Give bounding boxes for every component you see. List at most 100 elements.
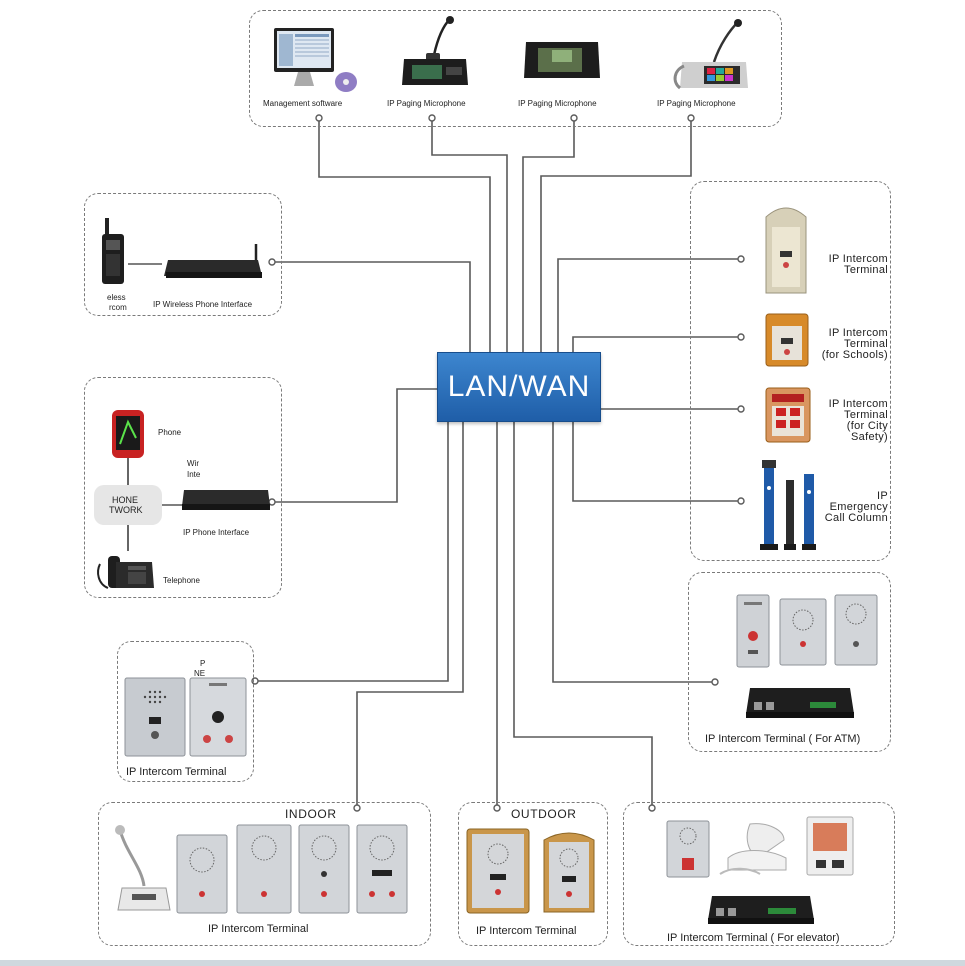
lan-wan-core: LAN/WAN xyxy=(437,352,601,422)
lan-wan-label: LAN/WAN xyxy=(447,370,591,403)
atm-intercom-panel-1-icon xyxy=(736,594,770,668)
right-item-3-line-1: IP Intercom xyxy=(828,398,888,410)
indoor-label: IP Intercom Terminal xyxy=(208,923,309,935)
intercom-terminal-icon xyxy=(765,207,807,294)
paging-console-icon xyxy=(524,42,600,78)
link-left-intercom xyxy=(255,420,449,682)
link-atm xyxy=(552,420,715,683)
bottom-bar xyxy=(0,960,965,966)
paging-microphone-icon xyxy=(402,16,468,85)
wire-label-2: Inte xyxy=(187,470,201,479)
telephone-label: Telephone xyxy=(163,576,200,585)
link-paging-mic-1 xyxy=(431,118,508,352)
phone-line-icon xyxy=(127,458,129,486)
wireless-line-icon xyxy=(128,263,162,265)
link-management-software xyxy=(318,118,491,352)
left-intercom-group xyxy=(117,641,254,782)
telephone-link-icon xyxy=(127,525,129,551)
right-item-2-line-3: (for Schools) xyxy=(821,349,888,361)
indoor-intercom-panel-4-icon xyxy=(356,824,408,914)
link-paging-mic-2 xyxy=(522,118,575,352)
right-item-4-line-1: IP xyxy=(877,490,888,502)
atm-group xyxy=(688,572,891,752)
indoor-title: INDOOR xyxy=(285,807,337,821)
right-item-1-label: IP Intercom Terminal xyxy=(810,254,888,276)
atm-intercom-panel-3-icon xyxy=(834,594,878,666)
link-paging-mic-3 xyxy=(540,118,692,352)
top-item-label-4: IP Paging Microphone xyxy=(657,99,736,108)
phone-network-label-2: TWORK xyxy=(109,505,143,515)
link-intercom-schools xyxy=(572,336,741,352)
right-item-4-label: IP Emergency Call Column xyxy=(808,491,888,524)
link-phone-interface xyxy=(272,388,437,503)
right-item-2-label: IP Intercom Terminal (for Schools) xyxy=(800,328,888,361)
intercom-schools-icon xyxy=(765,313,809,367)
link-indoor xyxy=(356,420,464,808)
paging-microphone-desk-icon xyxy=(673,19,748,90)
top-item-label-2: IP Paging Microphone xyxy=(387,99,466,108)
top-group xyxy=(249,10,782,127)
walkie-talkie-icon xyxy=(102,218,124,284)
elevator-label: IP Intercom Terminal ( For elevator) xyxy=(667,932,840,944)
right-item-2-line-1: IP Intercom xyxy=(828,327,888,339)
desk-microphone-icon xyxy=(115,825,171,911)
elevator-handset-icon xyxy=(719,823,787,875)
right-item-3-line-3: (for City xyxy=(846,420,888,432)
outdoor-intercom-panel-1-icon xyxy=(466,828,530,914)
right-item-4-line-3: Call Column xyxy=(824,512,888,524)
telephone-icon xyxy=(97,556,154,589)
indoor-intercom-panel-1-icon xyxy=(176,834,228,914)
outdoor-title: OUTDOOR xyxy=(511,807,577,821)
phone-network-cloud xyxy=(94,485,162,525)
elevator-controller-box-icon xyxy=(708,896,814,924)
link-emergency-column xyxy=(572,420,741,502)
wire-label-1: Wir xyxy=(187,459,199,468)
elevator-intercom-panel-icon xyxy=(666,820,710,878)
outdoor-group xyxy=(458,802,608,946)
phone-interface-label: IP Phone Interface xyxy=(183,528,250,537)
intercom-city-safety-icon xyxy=(765,387,811,443)
elevator-group xyxy=(623,802,895,946)
outdoor-intercom-panel-2-icon xyxy=(543,832,595,913)
phone-interface-box-icon xyxy=(182,490,270,510)
link-wireless-interface xyxy=(272,261,471,352)
phone-network-link-icon xyxy=(162,504,184,506)
link-elevator xyxy=(513,420,653,808)
phone-group xyxy=(84,377,282,598)
right-item-4-line-2: Emergency xyxy=(829,501,888,513)
phone-label: Phone xyxy=(158,428,182,437)
right-item-3-line-4: Safety) xyxy=(851,431,888,443)
right-group xyxy=(690,181,891,561)
atm-intercom-panel-2-icon xyxy=(779,598,827,666)
wireless-group xyxy=(84,193,282,316)
mobile-phone-icon xyxy=(112,410,144,458)
elevator-speaker-box-icon xyxy=(806,816,854,876)
left-intercom-label: IP Intercom Terminal xyxy=(126,766,227,778)
top-item-label-3: IP Paging Microphone xyxy=(518,99,597,108)
top-item-label-1: Management software xyxy=(263,99,343,108)
wireless-radio-label-2: rcom xyxy=(109,303,127,312)
emergency-call-column-icon xyxy=(760,460,816,550)
intercom-panel-button-icon xyxy=(189,677,247,757)
indoor-intercom-panel-2-icon xyxy=(236,824,292,914)
right-item-1-line-1: IP Intercom xyxy=(828,253,888,265)
right-item-3-line-2: Terminal xyxy=(844,409,888,421)
atm-label: IP Intercom Terminal ( For ATM) xyxy=(705,733,861,745)
right-item-1-line-2: Terminal xyxy=(844,264,888,276)
intercom-panel-speaker-icon xyxy=(124,677,186,757)
indoor-group xyxy=(98,802,431,946)
wireless-interface-box-icon xyxy=(164,244,262,278)
indoor-intercom-panel-3-icon xyxy=(298,824,350,914)
monitor-icon xyxy=(274,28,357,92)
left-intercom-fragment-2: NE xyxy=(194,669,206,678)
wireless-interface-label: IP Wireless Phone Interface xyxy=(153,300,253,309)
right-item-2-line-2: Terminal xyxy=(844,338,888,350)
right-item-3-label: IP Intercom Terminal (for City Safety) xyxy=(802,399,888,443)
atm-controller-box-icon xyxy=(746,688,854,718)
left-intercom-fragment-1: P xyxy=(200,659,206,668)
link-intercom-terminal xyxy=(557,258,741,352)
wireless-radio-label-1: eless xyxy=(107,293,126,302)
phone-network-label-1: HONE xyxy=(112,495,139,505)
outdoor-label: IP Intercom Terminal xyxy=(476,925,577,937)
